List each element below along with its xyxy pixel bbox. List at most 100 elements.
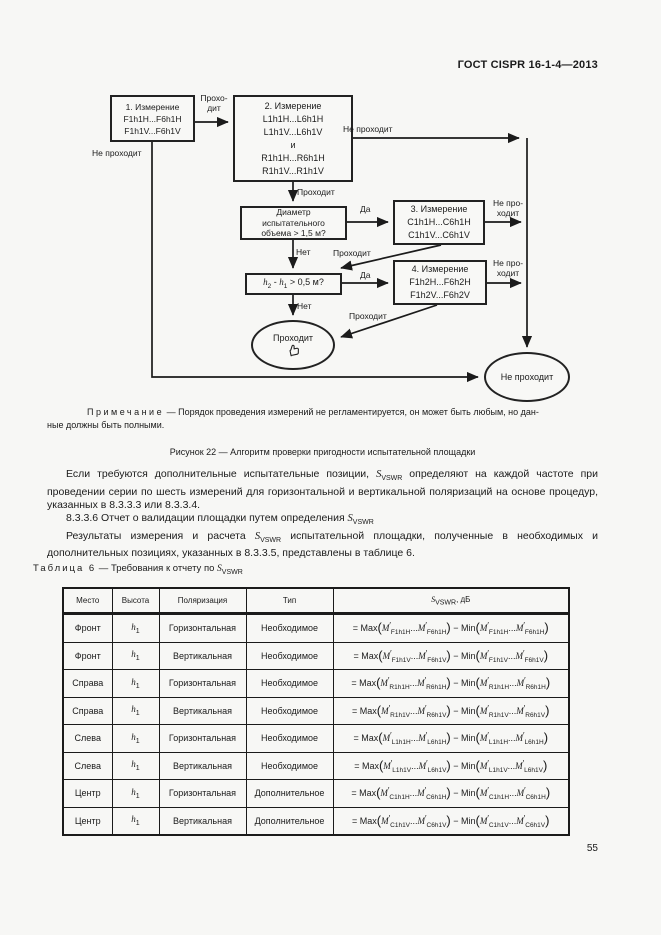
table-row: Справа h1 Горизонтальная Необходимое = M… [62, 669, 570, 698]
svswr-symbol: SVSWR [254, 530, 282, 544]
cell-type: Необходимое [245, 724, 334, 753]
cell-type: Необходимое [245, 613, 334, 643]
cell-formula: = Max(M′R1h1H...M′R6h1H) − Min(M′R1h1H..… [332, 669, 570, 698]
label-yes-1: Да [360, 204, 371, 214]
cell-type: Необходимое [245, 669, 334, 698]
cell-place: Фронт [62, 641, 113, 670]
flow-box-measurement-1: 1. Измерение F1h1H...F6h1H F1h1V...F6h1V [110, 95, 195, 142]
cell-height: h1 [111, 641, 160, 670]
cell-place: Слева [62, 751, 113, 780]
vswr-table: Место Высота Поляризация Тип SVSWR, дБ Ф… [62, 587, 570, 836]
flow-box4-line: F1h2V...F6h2V [410, 290, 470, 300]
cell-place: Центр [62, 779, 113, 808]
flow-box4-line: F1h2H...F6h2H [409, 277, 471, 287]
flow-diameter-line: Диаметр [276, 207, 311, 218]
flow-box1-line: F1h1V...F6h1V [124, 125, 181, 136]
flow-height-condition: h2 - h1 > 0,5 м? [263, 276, 324, 290]
label-fail-right-3: Не про- ходит [492, 198, 524, 218]
flow-box1-line: 1. Измерение [125, 101, 180, 112]
flow-terminal-fail: Не проходит [484, 352, 570, 402]
cell-type: Дополнительное [245, 806, 334, 836]
cell-height: h1 [111, 724, 160, 753]
cell-place: Справа [62, 669, 113, 698]
cell-formula: = Max(M′C1h1V...M′C6h1V) − Min(M′C1h1V..… [332, 806, 570, 836]
paragraph-3: Результаты измерения и расчета SVSWR исп… [47, 529, 598, 560]
table-row: Центр h1 Горизонтальная Дополнительное =… [62, 779, 570, 808]
figure-caption: Рисунок 22 — Алгоритм проверки пригоднос… [169, 447, 476, 457]
table-row: Фронт h1 Вертикальная Необходимое = Max(… [62, 641, 570, 670]
flow-box2-line: 2. Измерение [264, 100, 322, 111]
flow-decision-height: h2 - h1 > 0,5 м? [245, 273, 342, 295]
flow-box4-line: 4. Измерение [411, 264, 469, 274]
cell-formula: = Max(M′F1h1V...M′F6h1V) − Min(M′F1h1V..… [332, 641, 570, 670]
header-polarization: Поляризация [158, 587, 247, 615]
cell-formula: = Max(M′F1h1H...M′F6h1H) − Min(M′F1h1H..… [332, 613, 570, 643]
cell-place: Центр [62, 806, 113, 836]
paragraph-2: 8.3.3.6 Отчет о валидации площадки путем… [66, 512, 374, 527]
cell-type: Необходимое [245, 751, 334, 780]
label-fail-left: Не проходит [92, 148, 142, 158]
flow-diameter-line: испытательного [262, 217, 325, 228]
paragraph-1: Если требуются дополнительные испытатель… [47, 468, 598, 511]
cell-polarization: Вертикальная [158, 696, 247, 725]
pass-label: Проходит [273, 332, 313, 343]
label-pass-diag-4: Проходит [349, 311, 387, 321]
label-fail-right-4: Не про- ходит [492, 258, 524, 278]
label-pass-2: Проходит [297, 187, 335, 197]
flow-box3-line: 3. Измерение [410, 204, 468, 214]
cell-height: h1 [111, 613, 160, 643]
table-header-row: Место Высота Поляризация Тип SVSWR, дБ [62, 587, 570, 615]
flow-diameter-line: объема > 1,5 м? [261, 228, 326, 239]
header-svswr: SVSWR, дБ [332, 587, 570, 615]
fail-label: Не проходит [500, 372, 554, 382]
flow-box2-line: R1h1H...R6h1H [261, 152, 325, 163]
cell-type: Необходимое [245, 696, 334, 725]
flow-box3-line: C1h1V...C6h1V [408, 230, 470, 240]
flow-box1-line: F1h1H...F6h1H [123, 113, 182, 124]
cell-place: Фронт [62, 613, 113, 643]
svswr-symbol: SVSWR [347, 513, 374, 527]
cell-polarization: Вертикальная [158, 806, 247, 836]
flow-box2-line: R1h1V...R1h1V [262, 165, 324, 176]
cell-formula: = Max(M′R1h1V...M′R6h1V) − Min(M′R1h1V..… [332, 696, 570, 725]
table-row: Слева h1 Вертикальная Необходимое = Max(… [62, 751, 570, 780]
flow-box2-line: L1h1V...L6h1V [263, 126, 323, 137]
thumbs-up-icon [288, 344, 299, 356]
label-no-2: Нет [297, 301, 312, 311]
cell-type: Дополнительное [245, 779, 334, 808]
cell-height: h1 [111, 779, 160, 808]
cell-place: Слева [62, 724, 113, 753]
cell-height: h1 [111, 751, 160, 780]
document-title: ГОСТ CISPR 16-1-4—2013 [457, 59, 598, 71]
svswr-symbol: SVSWR [217, 564, 243, 576]
cell-polarization: Горизонтальная [158, 779, 247, 808]
label-pass-diag-3: Проходит [333, 248, 371, 258]
cell-polarization: Вертикальная [158, 641, 247, 670]
table-row: Справа h1 Вертикальная Необходимое = Max… [62, 696, 570, 725]
note-label: Примечание [87, 407, 165, 417]
body-text: Если требуются дополнительные испытатель… [47, 468, 598, 561]
cell-height: h1 [111, 669, 160, 698]
flow-box2-line: L1h1H...L6h1H [262, 113, 324, 124]
table-row: Слева h1 Горизонтальная Необходимое = Ma… [62, 724, 570, 753]
table-row: Центр h1 Вертикальная Дополнительное = M… [62, 806, 570, 836]
svswr-symbol: SVSWR [376, 469, 403, 483]
label-no-1: Нет [296, 247, 311, 257]
header-place: Место [62, 587, 113, 615]
header-height: Высота [111, 587, 160, 615]
cell-formula: = Max(M′L1h1V...M′L6h1V) − Min(M′L1h1V..… [332, 751, 570, 780]
header-type: Тип [245, 587, 334, 615]
flow-decision-diameter: Диаметр испытательного объема > 1,5 м? [240, 206, 347, 240]
cell-height: h1 [111, 696, 160, 725]
flow-box2-line: и [290, 139, 296, 150]
label-fail-top: Не проходит [343, 124, 393, 134]
cell-height: h1 [111, 806, 160, 836]
flow-box-measurement-2: 2. Измерение L1h1H...L6h1H L1h1V...L6h1V… [233, 95, 353, 182]
cell-polarization: Горизонтальная [158, 724, 247, 753]
flow-box-measurement-4: 4. Измерение F1h2H...F6h2H F1h2V...F6h2V [393, 260, 487, 305]
flow-terminal-pass: Проходит [251, 320, 335, 370]
flow-box3-line: C1h1H...C6h1H [407, 217, 471, 227]
cell-formula: = Max(M′C1h1H...M′C6h1H) − Min(M′C1h1H..… [332, 779, 570, 808]
cell-polarization: Вертикальная [158, 751, 247, 780]
